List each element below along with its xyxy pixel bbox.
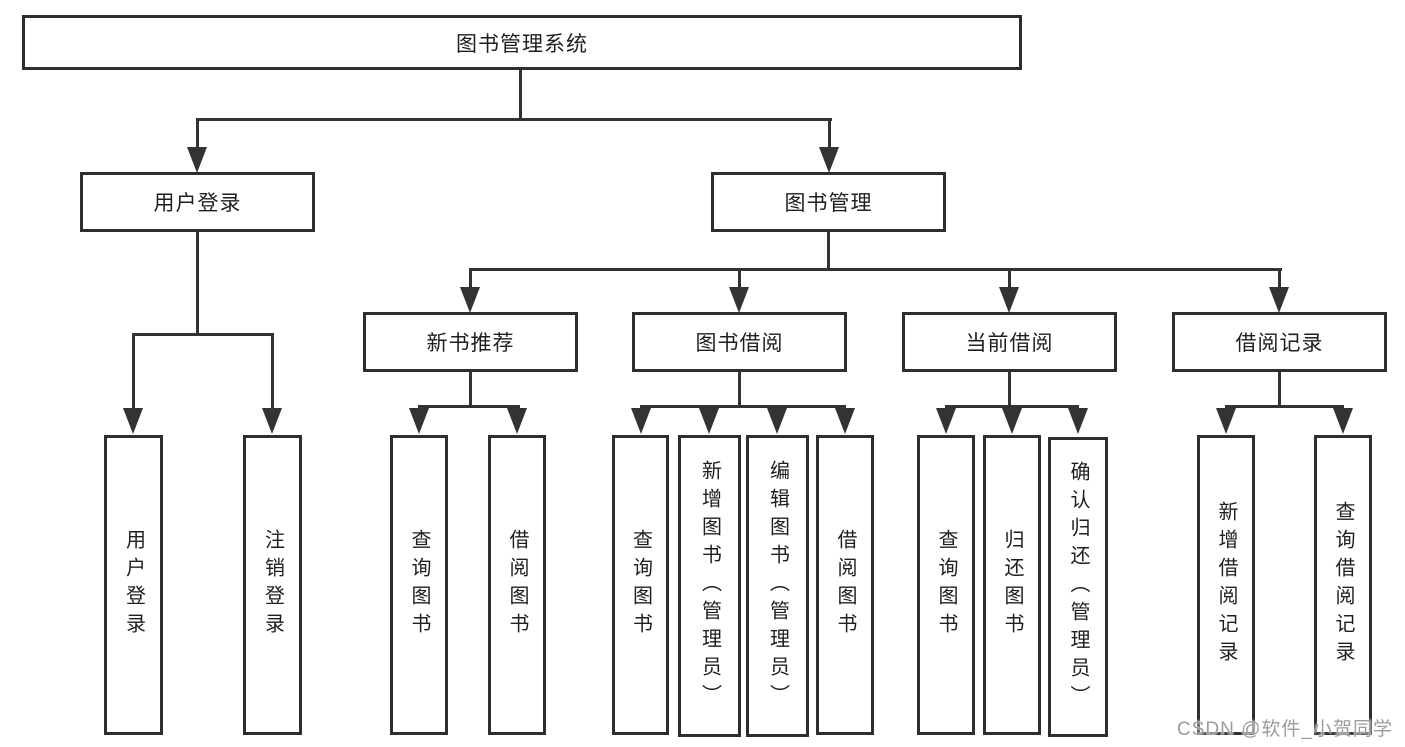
arrow-down-icon: [409, 408, 429, 434]
arrow-down-icon: [123, 408, 143, 434]
arrow-down-icon: [999, 287, 1019, 313]
leaf-label: 查询图书: [408, 529, 430, 641]
arrow-down-icon: [460, 287, 480, 313]
arrow-down-icon: [819, 147, 839, 173]
leaf-borrow-edit-books-admin: 编辑图书（管理员）: [746, 435, 809, 737]
leaf-logout-login-label: 注销登录: [261, 529, 284, 641]
leaf-newbooks-query-books: 查询图书: [390, 435, 448, 735]
connector-stem-records: [1278, 268, 1281, 289]
arrow-down-icon: [631, 408, 651, 434]
connector-userlogin-bar: [132, 333, 274, 336]
node-root-label: 图书管理系统: [456, 32, 588, 56]
arrow-down-icon: [699, 408, 719, 434]
leaf-current-query-books: 查询图书: [917, 435, 975, 735]
leaf-newbooks-borrow-books: 借阅图书: [488, 435, 546, 735]
leaf-logout-login: 注销登录: [243, 435, 302, 735]
arrow-down-icon: [1002, 408, 1022, 434]
node-root-system: 图书管理系统: [22, 15, 1022, 70]
arrow-down-icon: [936, 408, 956, 434]
leaf-label: 借阅图书: [834, 529, 856, 641]
node-new-book-recommend: 新书推荐: [363, 312, 578, 372]
connector-records-bar: [1225, 405, 1344, 408]
leaf-borrow-add-books-admin: 新增图书（管理员）: [678, 435, 741, 737]
arrow-down-icon: [1333, 408, 1353, 434]
arrow-down-icon: [1068, 408, 1088, 434]
node-book-management: 图书管理: [711, 172, 946, 232]
csdn-watermark: CSDN @软件_小贺同学: [1177, 719, 1393, 740]
leaf-user-login: 用户登录: [104, 435, 163, 735]
arrow-down-icon: [835, 408, 855, 434]
connector-newbooks-bar: [418, 405, 520, 408]
connector-stem-leaf: [132, 333, 135, 410]
leaf-label: 查询图书: [935, 529, 957, 641]
leaf-label: 新增图书（管理员）: [698, 460, 721, 712]
connector-stem-user-login: [196, 118, 199, 149]
arrow-down-icon: [262, 408, 282, 434]
arrow-down-icon: [507, 408, 527, 434]
connector-stem-leaf: [271, 333, 274, 410]
arrow-down-icon: [1269, 287, 1289, 313]
leaf-label: 查询图书: [629, 529, 652, 641]
connector-bookmgmt-trunk: [827, 232, 830, 270]
leaf-label: 新增借阅记录: [1215, 501, 1237, 669]
connector-borrowing-trunk: [738, 372, 741, 407]
node-current-borrowing-label: 当前借阅: [965, 332, 1054, 355]
node-new-book-recommend-label: 新书推荐: [426, 332, 515, 355]
connector-stem-newbooks: [469, 268, 472, 289]
node-book-borrowing-label: 图书借阅: [695, 332, 784, 355]
leaf-borrow-query-books: 查询图书: [612, 435, 669, 735]
connector-records-trunk: [1278, 372, 1281, 407]
node-user-login: 用户登录: [80, 172, 315, 232]
connector-stem-book-mgmt: [828, 118, 831, 149]
node-borrow-records: 借阅记录: [1172, 312, 1387, 372]
node-book-borrowing: 图书借阅: [632, 312, 847, 372]
connector-current-trunk: [1008, 372, 1011, 407]
connector-userlogin-trunk: [196, 232, 199, 335]
node-user-login-label: 用户登录: [153, 192, 242, 215]
connector-borrowing-bar: [640, 405, 846, 408]
connector-level2-bar: [196, 118, 832, 121]
leaf-current-return-books: 归还图书: [983, 435, 1041, 735]
arrow-down-icon: [1216, 408, 1236, 434]
connector-current-bar: [945, 405, 1079, 408]
connector-root-trunk: [519, 70, 522, 121]
connector-newbooks-trunk: [469, 372, 472, 407]
leaf-label: 编辑图书（管理员）: [766, 460, 789, 712]
node-current-borrowing: 当前借阅: [902, 312, 1117, 372]
node-borrow-records-label: 借阅记录: [1235, 332, 1324, 355]
node-book-management-label: 图书管理: [784, 192, 873, 215]
leaf-label: 查询借阅记录: [1332, 501, 1354, 669]
arrow-down-icon: [729, 287, 749, 313]
leaf-user-login-label: 用户登录: [122, 529, 145, 641]
leaf-label: 归还图书: [1001, 529, 1023, 641]
connector-level3-bar: [469, 268, 1282, 271]
leaf-current-confirm-return-admin: 确认归还（管理员）: [1048, 437, 1108, 737]
connector-stem-current: [1008, 268, 1011, 289]
leaf-label: 借阅图书: [506, 529, 528, 641]
leaf-records-query-record: 查询借阅记录: [1314, 435, 1372, 735]
leaf-borrow-borrow-books: 借阅图书: [816, 435, 874, 735]
leaf-records-add-record: 新增借阅记录: [1197, 435, 1255, 735]
leaf-label: 确认归还（管理员）: [1067, 461, 1089, 713]
connector-stem-borrowing: [738, 268, 741, 289]
arrow-down-icon: [187, 147, 207, 173]
arrow-down-icon: [767, 408, 787, 434]
